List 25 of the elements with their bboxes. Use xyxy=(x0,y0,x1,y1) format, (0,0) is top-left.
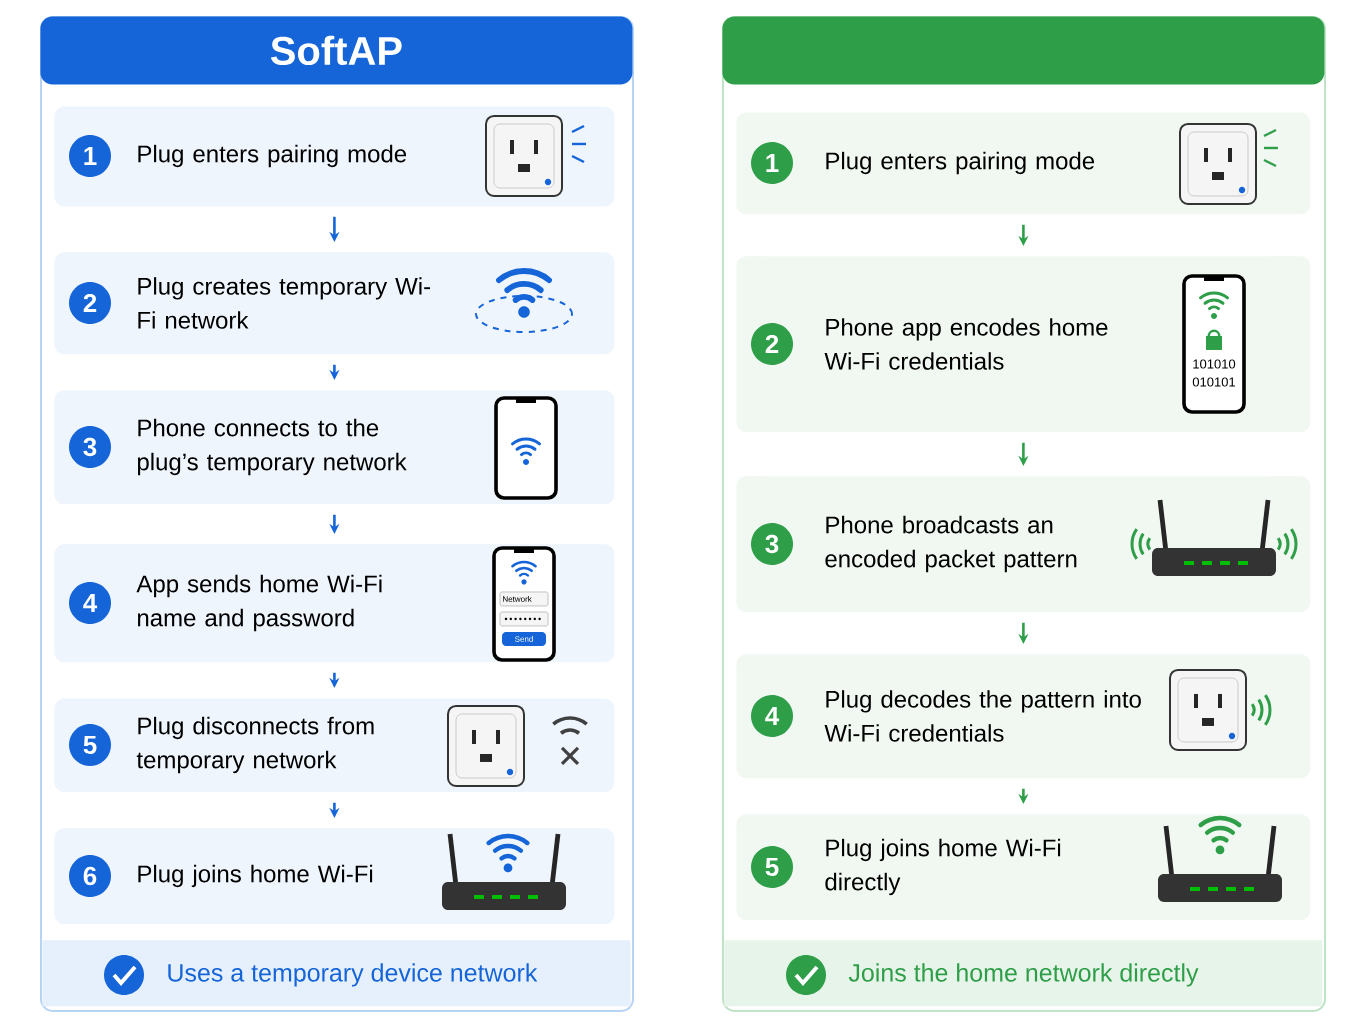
step-text: Phone app encodes home Wi-Fi credentials xyxy=(824,318,1108,370)
step-number: 3 xyxy=(751,522,793,565)
step-text: Plug decodes the pattern into Wi-Fi credentials xyxy=(824,690,1141,742)
step-number: 4 xyxy=(69,581,111,624)
step-text: Plug enters pairing mode xyxy=(826,151,1095,175)
step-number: 6 xyxy=(69,854,111,897)
step-text: Phone broadcasts an encoded packet pattern xyxy=(825,515,1077,573)
header-bar: SoftAP xyxy=(40,16,633,85)
step-number: 2 xyxy=(69,282,111,324)
step-text: Plug joins home Wi-Fi xyxy=(138,864,373,888)
footer-text: Joins the home network directly xyxy=(848,963,1199,987)
step-text: Plug enters pairing mode xyxy=(138,144,407,168)
step-number: 5 xyxy=(751,845,793,888)
step-number: 1 xyxy=(69,135,111,177)
step-text: Plug joins home Wi-Fi directly xyxy=(825,838,1061,896)
step-number: 2 xyxy=(751,322,793,365)
step-number: 5 xyxy=(69,723,111,766)
step-text: Plug creates temporary Wi-Fi network xyxy=(138,277,431,329)
footer-text: Uses a temporary device network xyxy=(168,963,538,987)
step-text: App sends home Wi-Fi name and password xyxy=(136,574,382,632)
step-number: 1 xyxy=(751,141,793,184)
step-number: 4 xyxy=(751,694,793,737)
step-number: 3 xyxy=(69,425,111,468)
step-text: Plug disconnects from temporary network xyxy=(136,716,374,774)
step-text: Phone connects to the plug’s temporary network xyxy=(137,418,407,476)
